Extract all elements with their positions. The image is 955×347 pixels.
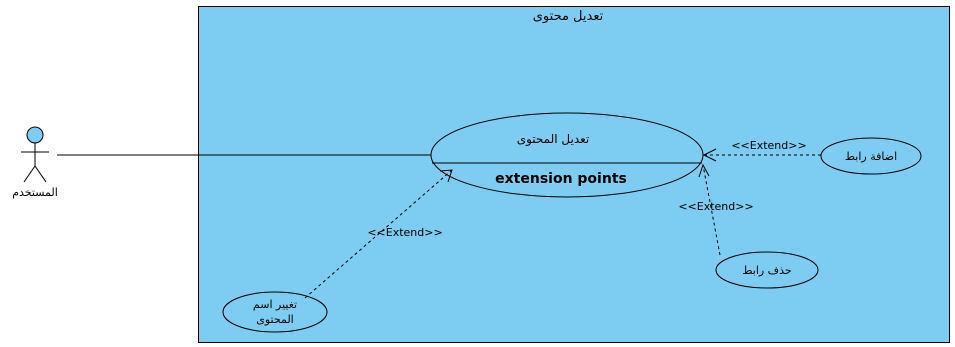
actor-left-leg (23, 165, 36, 183)
actor-name: المستخدم (12, 186, 58, 199)
extend-delete-link: <<Extend>> (678, 163, 754, 256)
extend-add-link: <<Extend>> (702, 139, 821, 162)
actor-right-leg (34, 165, 47, 183)
usecase-rename-content-label-line1: تغيير اسم (253, 298, 297, 311)
usecase-rename-content-label-line2: المحتوى (256, 313, 293, 326)
usecase-delete-link-ellipse (715, 251, 819, 289)
usecase-add-link-ellipse (820, 137, 922, 175)
usecase-add-link-label: اضافة رابط (845, 150, 897, 163)
usecase-rename-content[interactable]: تغيير اسم المحتوى (222, 291, 328, 333)
extend-rename: <<Extend>> (304, 169, 453, 299)
extension-points-label: extension points (495, 171, 627, 187)
usecase-edit-content-label: تعديل المحتوى (517, 132, 590, 147)
usecase-add-link[interactable]: اضافة رابط (820, 137, 922, 175)
usecase-delete-link-label: حذف رابط (742, 264, 791, 277)
system-title: تعديل محتوى (533, 9, 604, 24)
extend-add-link-label: <<Extend>> (731, 139, 806, 152)
extend-add-link-arrowhead (702, 148, 717, 162)
extend-rename-arrowhead (439, 169, 453, 183)
extend-delete-link-arrowhead (698, 163, 710, 178)
actor-user[interactable]: المستخدم (12, 126, 58, 199)
extend-rename-label: <<Extend>> (367, 226, 442, 239)
usecase-rename-content-ellipse (222, 291, 328, 333)
extend-rename-line (304, 169, 453, 299)
extend-delete-link-label: <<Extend>> (678, 200, 753, 213)
usecase-edit-content[interactable]: تعديل المحتوى extension points (430, 112, 704, 198)
usecase-delete-link[interactable]: حذف رابط (715, 251, 819, 289)
actor-head (26, 126, 44, 144)
